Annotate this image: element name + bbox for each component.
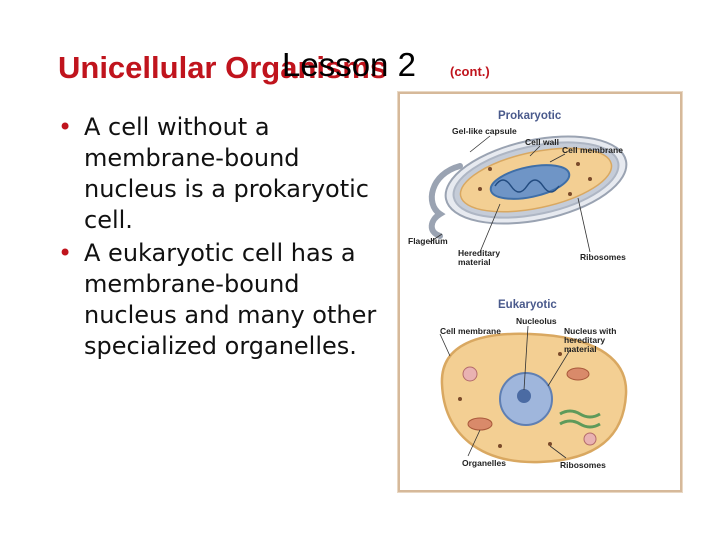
bullet-dot: • [58,238,72,269]
mitochondrion-shape [468,418,492,430]
slide-title: Unicellular Organisms Lesson 2 (cont.) [58,42,518,92]
label-gel-capsule: Gel-like capsule [452,126,517,136]
bullet-dot: • [58,112,72,143]
eukaryotic-heading: Eukaryotic [498,299,557,311]
label-ribosomes-p: Ribosomes [580,252,626,262]
bullet-item: • A eukaryotic cell has a membrane-bound… [58,238,398,362]
prokaryotic-heading: Prokaryotic [498,110,562,122]
cell-diagram: Prokaryotic Gel-like c [398,92,682,492]
label-nucleus-3: material [564,344,597,354]
label-flagellum: Flagellum [408,236,448,246]
cell-illustration: Prokaryotic Gel-like c [400,94,680,490]
label-ribosomes-e: Ribosomes [560,460,606,470]
lesson-label: Lesson 2 [282,46,416,84]
bullet-item: • A cell without a membrane-bound nucleu… [58,112,398,236]
bullet-text: A cell without a membrane-bound nucleus … [84,113,369,234]
bullet-text: A eukaryotic cell has a membrane-bound n… [84,239,376,360]
label-hereditary-2: material [458,257,491,267]
bullet-list: • A cell without a membrane-bound nucleu… [58,112,398,364]
label-cell-membrane-e: Cell membrane [440,326,501,336]
label-cell-wall: Cell wall [525,137,559,147]
label-cell-membrane-p: Cell membrane [562,145,623,155]
label-nucleolus: Nucleolus [516,316,557,326]
title-continued: (cont.) [450,64,490,79]
eukaryotic-cell [442,334,626,462]
label-organelles: Organelles [462,458,506,468]
nucleolus-shape [517,389,531,403]
